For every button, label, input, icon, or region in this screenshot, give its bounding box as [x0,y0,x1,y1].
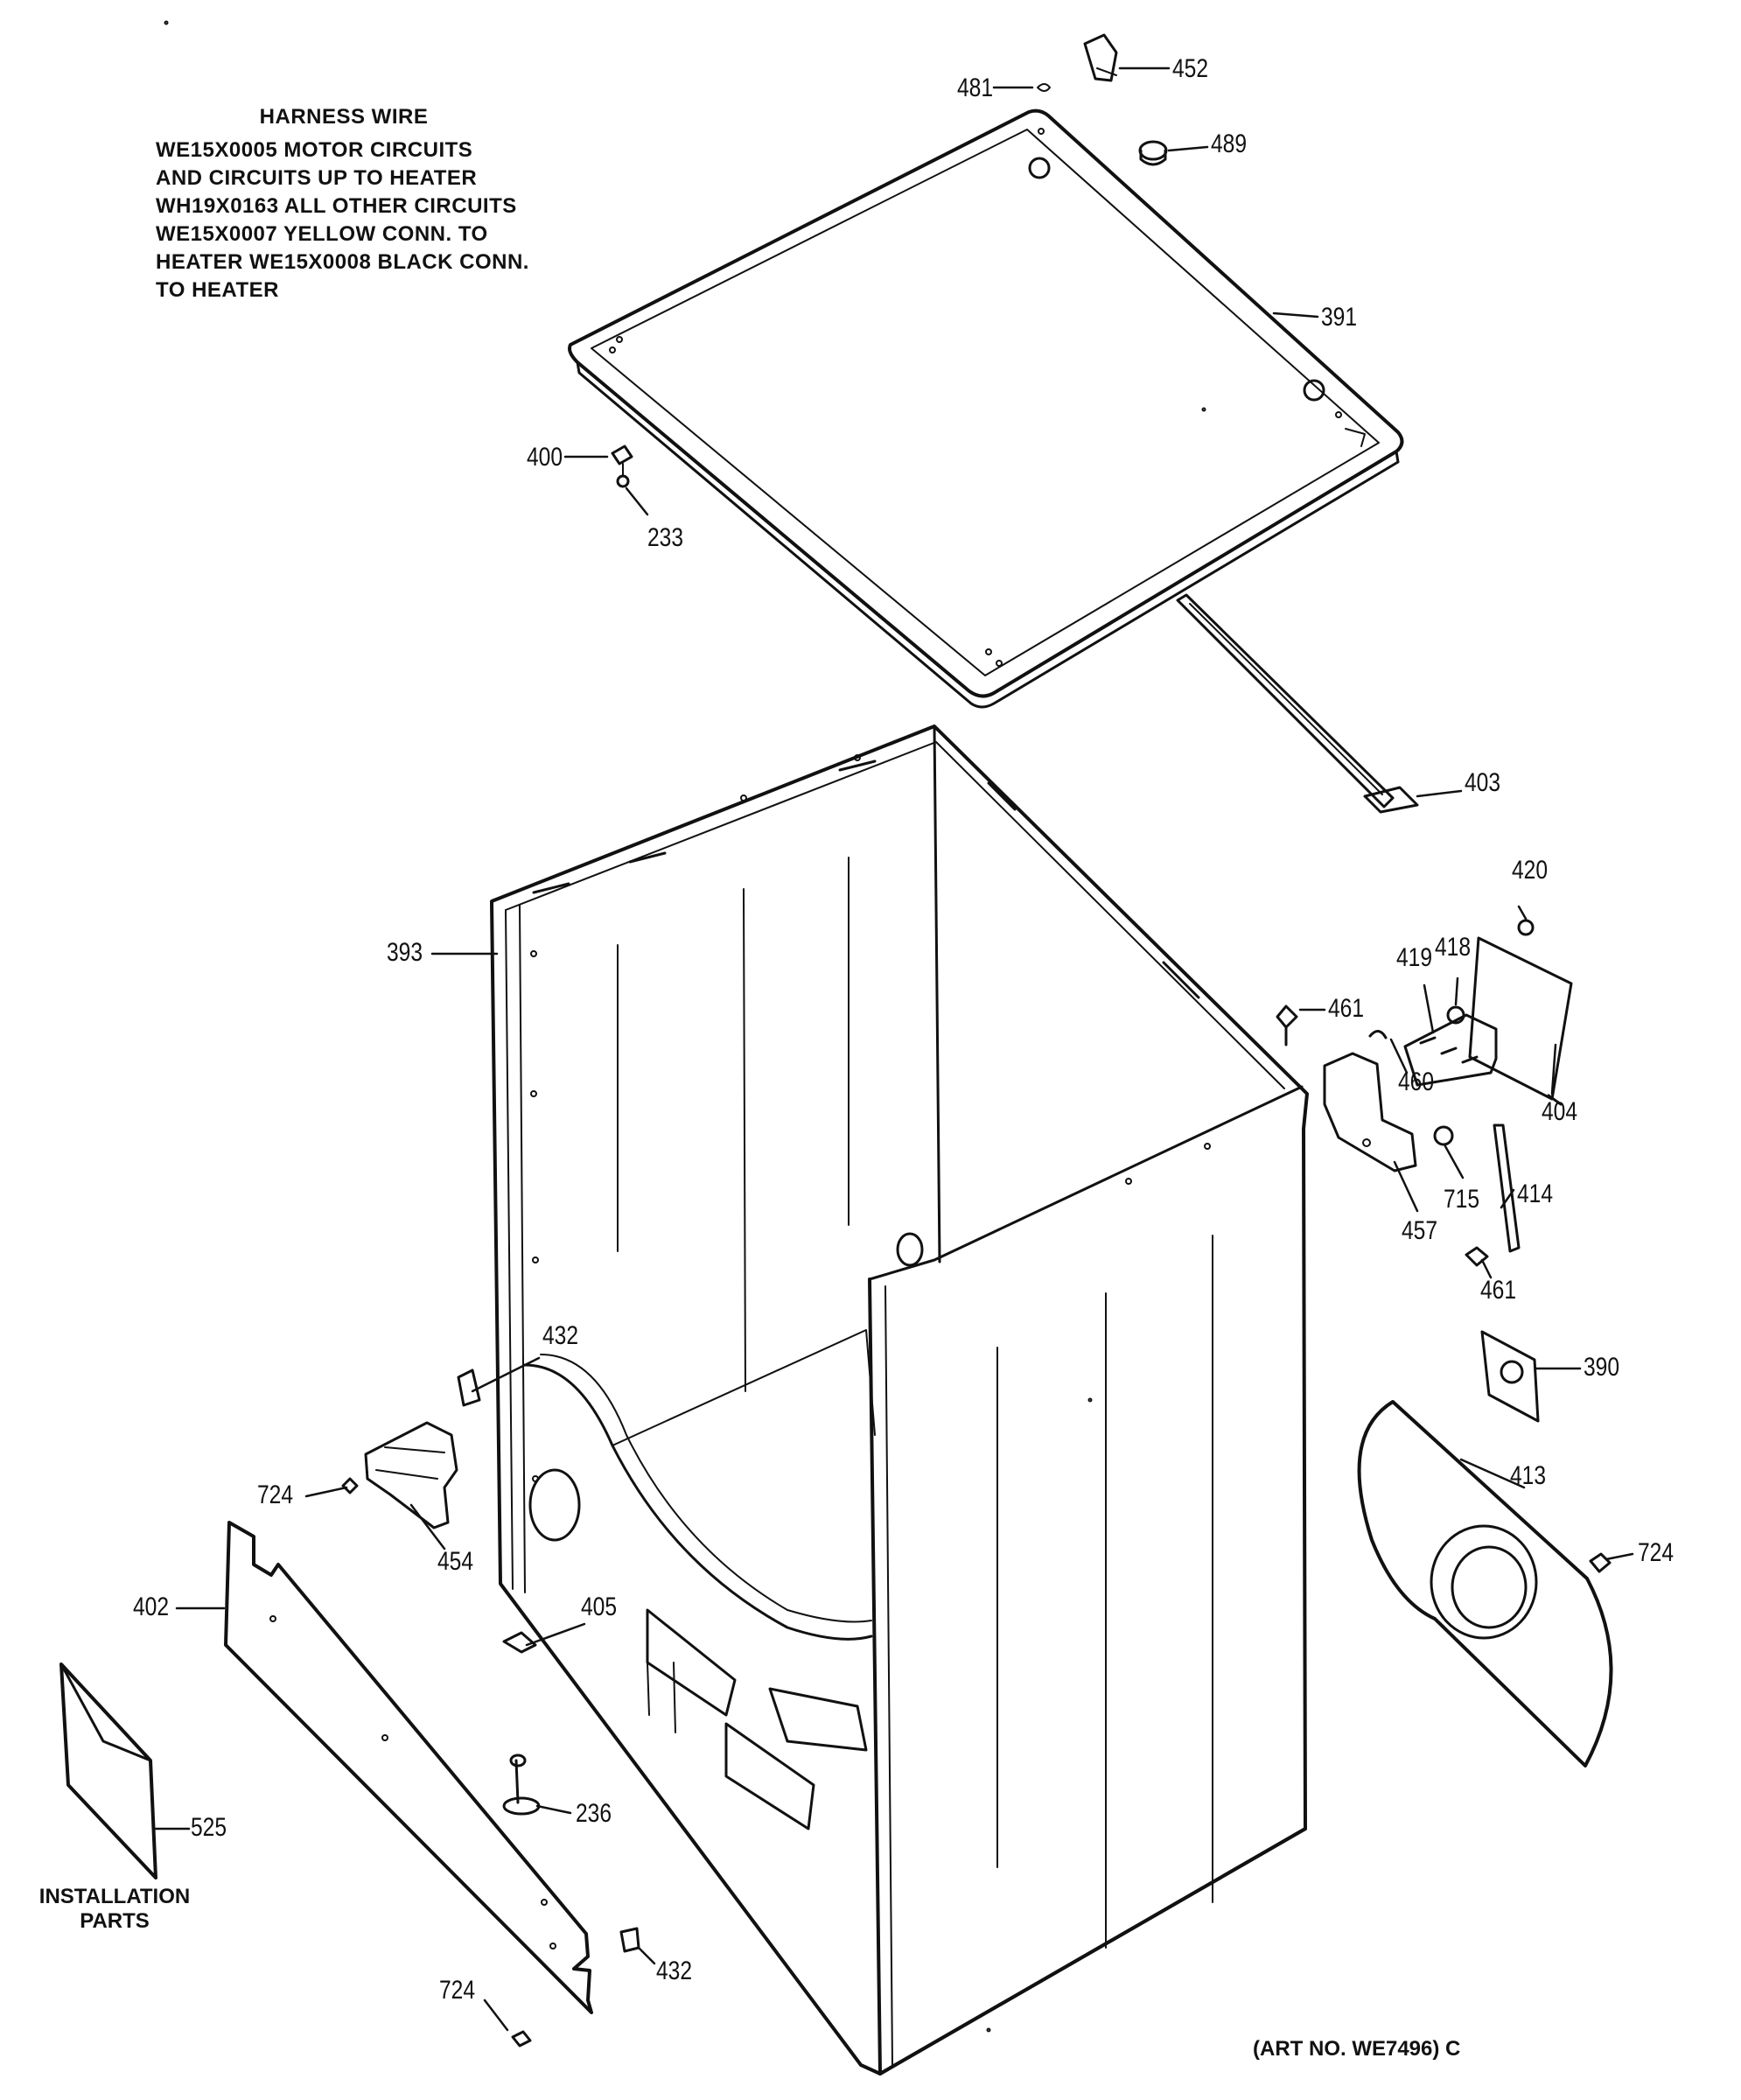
harness-note-line: HEATER WE15X0008 BLACK CONN. [156,250,529,274]
callout-460: 460 [1398,1068,1435,1096]
callout-461-upper: 461 [1328,994,1365,1023]
callout-405: 405 [581,1592,618,1621]
callout-724-left: 724 [257,1480,294,1509]
callout-418: 418 [1435,933,1472,962]
callout-233: 233 [647,523,684,552]
harness-note-line: AND CIRCUITS UP TO HEATER [156,166,478,190]
callout-489: 489 [1211,130,1248,158]
harness-note-line: WH19X0163 ALL OTHER CIRCUITS [156,194,517,218]
callout-391: 391 [1321,303,1358,332]
hinge-strip [1178,595,1417,812]
callout-481: 481 [957,74,994,102]
leader-lines [156,68,1633,2030]
callout-432-upper: 432 [542,1321,579,1350]
callout-414: 414 [1517,1180,1554,1208]
callout-454: 454 [437,1547,474,1576]
callout-402: 402 [133,1592,170,1621]
callout-404: 404 [1542,1097,1578,1126]
callout-715: 715 [1444,1185,1480,1214]
harness-note-title: HARNESS WIRE [259,105,429,129]
art-number-caption: (ART NO. WE7496) C [1253,2037,1461,2061]
parts-top-small [612,35,1166,486]
harness-note-line: WE15X0005 MOTOR CIRCUITS [156,138,473,162]
callout-400: 400 [527,443,563,472]
installation-parts-caption: INSTALLATION PARTS [38,1885,191,1933]
harness-note-line: TO HEATER [156,278,279,302]
cabinet [492,726,1307,2074]
callout-236: 236 [576,1799,612,1828]
left-small-parts [343,1370,639,2046]
callout-457: 457 [1402,1216,1438,1245]
callout-461-lower: 461 [1480,1276,1517,1305]
callout-390: 390 [1584,1353,1620,1382]
callout-432-lower: 432 [656,1956,693,1985]
installation-parts-bag [61,1664,156,1878]
top-panel [570,111,1402,707]
rear-panel [1360,1402,1612,1766]
callout-420: 420 [1512,856,1549,885]
callout-724-bottom: 724 [439,1976,476,2005]
toe-panel [226,1522,591,2012]
callout-452: 452 [1172,54,1209,83]
callout-419: 419 [1396,943,1433,972]
callout-413: 413 [1510,1461,1547,1490]
scan-specks [165,22,1206,2032]
callout-393: 393 [387,938,423,967]
terminal-block-assembly [1277,920,1571,1421]
callout-525: 525 [191,1813,227,1842]
callout-403: 403 [1465,768,1501,797]
callout-724-right: 724 [1638,1538,1675,1567]
harness-wire-note: HARNESS WIRE WE15X0005 MOTOR CIRCUITS AN… [156,103,611,304]
harness-note-line: WE15X0007 YELLOW CONN. TO [156,222,488,246]
